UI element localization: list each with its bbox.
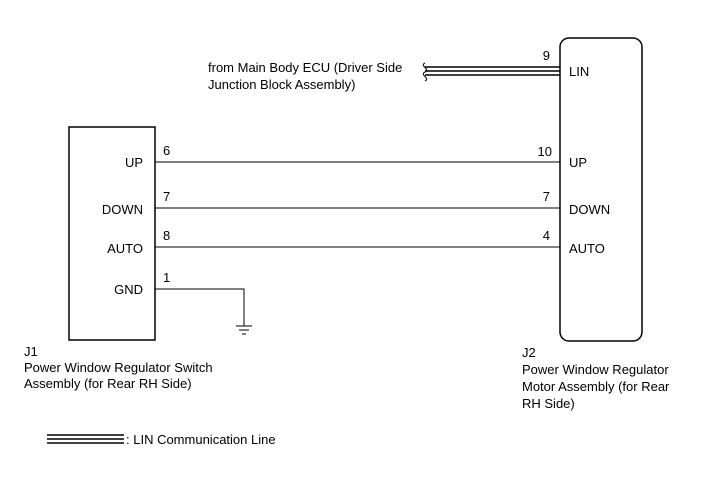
j2-pin-auto-number: 4 [543, 228, 550, 243]
legend-lin-line-swatch [47, 434, 124, 444]
j1-pin-gnd-number: 1 [163, 270, 170, 285]
j2-id: J2 [522, 345, 536, 360]
j2-connector-box [559, 37, 643, 342]
lin-break-mark [422, 62, 428, 82]
j1-pin-auto-number: 8 [163, 228, 170, 243]
j1-pin-down-number: 7 [163, 189, 170, 204]
j1-pin-down-label: DOWN [102, 202, 143, 217]
j1-pin-gnd-label: GND [114, 282, 143, 297]
j2-pin-up-label: UP [569, 155, 587, 170]
j2-pin-auto-label: AUTO [569, 241, 605, 256]
j1-name-line-2: Assembly (for Rear RH Side) [24, 376, 192, 391]
j1-pin-auto-label: AUTO [107, 241, 143, 256]
source-note-line-1: from Main Body ECU (Driver Side [208, 60, 402, 75]
j1-name-line-1: Power Window Regulator Switch [24, 360, 213, 375]
wire-gnd [155, 288, 245, 326]
j1-connector-box [68, 126, 156, 341]
j2-name-line-1: Power Window Regulator [522, 362, 669, 377]
j2-pin-up-number: 10 [538, 144, 552, 159]
j2-pin-lin-label: LIN [569, 64, 589, 79]
ground-icon [236, 325, 252, 335]
j2-pin-down-number: 7 [543, 189, 550, 204]
j2-name-line-3: RH Side) [522, 396, 575, 411]
j1-pin-up-label: UP [125, 155, 143, 170]
j1-pin-up-number: 6 [163, 143, 170, 158]
j2-pin-lin-number: 9 [543, 48, 550, 63]
legend-label: : LIN Communication Line [126, 432, 276, 447]
j2-name-line-2: Motor Assembly (for Rear [522, 379, 670, 394]
source-note-line-2: Junction Block Assembly) [208, 77, 355, 92]
j2-pin-down-label: DOWN [569, 202, 610, 217]
lin-bus-line [425, 66, 560, 76]
j1-id: J1 [24, 344, 38, 359]
